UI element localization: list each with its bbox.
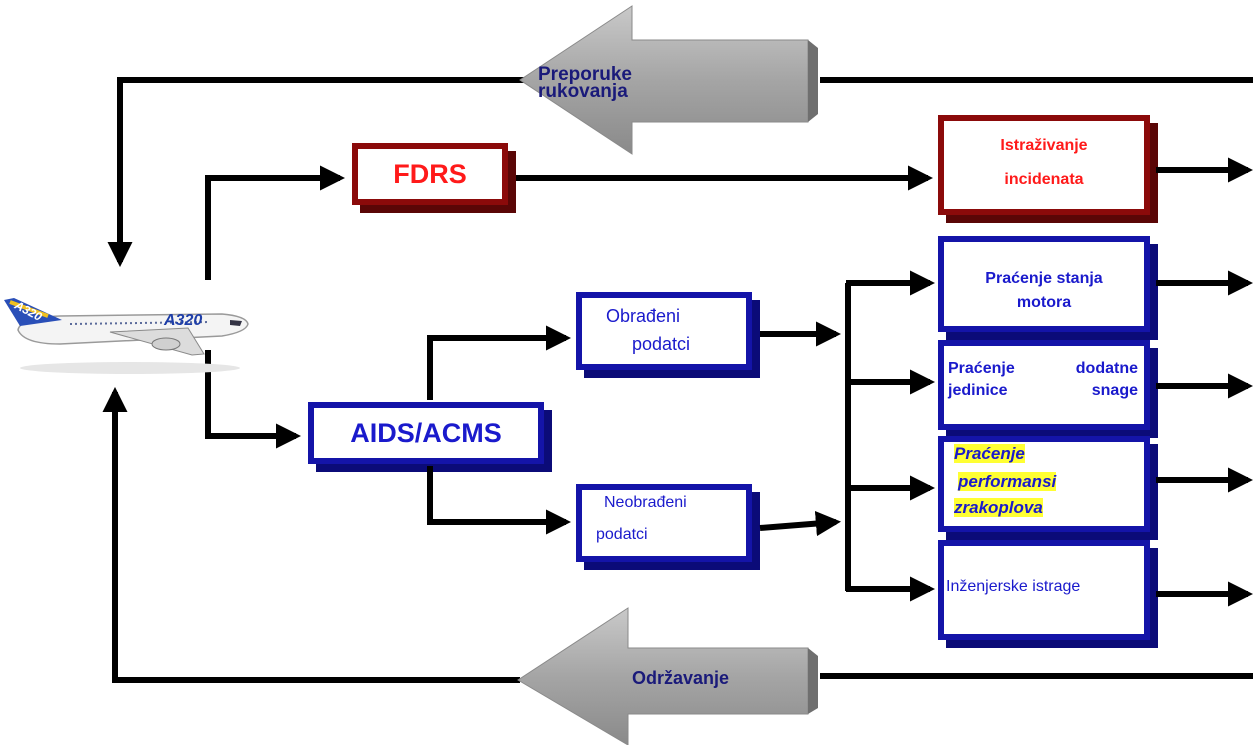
bottom-feedback-arrow bbox=[517, 607, 818, 745]
engine-line1: Praćenje stanja bbox=[985, 270, 1103, 287]
top-feedback-line1: Preporuke bbox=[538, 64, 632, 85]
aids-acms-label: AIDS/ACMS bbox=[350, 417, 502, 448]
apu-line1: Praćenje dodatne bbox=[948, 360, 1138, 377]
aircraft-body-text: A320 bbox=[164, 312, 203, 329]
fdrs-label: FDRS bbox=[393, 158, 467, 189]
performance-line1-text: Praćenje bbox=[954, 444, 1025, 463]
raw-to-bus-connector bbox=[759, 511, 842, 537]
raw-line2: podatci bbox=[596, 526, 648, 543]
bottom-feedback-label: Održavanje bbox=[632, 668, 730, 688]
processed-line1: Obrađeni bbox=[606, 306, 681, 326]
aircraft-tail-text: A320 bbox=[12, 298, 45, 324]
top-feedback-arrow bbox=[519, 5, 818, 155]
raw-line1: Neobrađeni bbox=[604, 494, 687, 511]
incident-line2: incidenata bbox=[1004, 171, 1084, 188]
apu-monitoring-box: Praćenje dodatne jedinice snage bbox=[938, 340, 1158, 438]
plane-to-aids-connector bbox=[205, 350, 302, 449]
performance-monitoring-box: Praćenje performansi zrakoplova bbox=[938, 436, 1158, 540]
engineering-investigations-box: Inženjerske istrage bbox=[938, 540, 1158, 648]
processed-line2: podatci bbox=[632, 334, 691, 354]
airplane-icon bbox=[4, 298, 249, 374]
performance-line2-text: performansi bbox=[958, 472, 1057, 491]
performance-line3-text: zrakoplova bbox=[954, 498, 1043, 517]
apu-line2: jedinice snage bbox=[948, 382, 1138, 399]
raw-data-box: Neobrađeni podatci bbox=[576, 484, 760, 570]
fdrs-box: FDRS bbox=[352, 143, 516, 213]
processed-data-box: Obrađeni podatci bbox=[576, 292, 760, 378]
aids-acms-box: AIDS/ACMS bbox=[308, 402, 552, 472]
performance-line2: performansi bbox=[958, 472, 1057, 492]
plane-to-fdrs-connector bbox=[205, 165, 346, 280]
incident-investigation-box: Istraživanje incidenata bbox=[938, 115, 1158, 223]
aids-to-raw-connector bbox=[427, 466, 572, 535]
top-feedback-line bbox=[107, 77, 1253, 268]
engine-monitoring-box: Praćenje stanja motora bbox=[938, 236, 1158, 340]
engineering-label: Inženjerske istrage bbox=[946, 578, 1081, 595]
aircraft-illustration: A320 A320 bbox=[4, 290, 254, 370]
incident-line1: Istraživanje bbox=[1000, 137, 1088, 154]
performance-line3: zrakoplova bbox=[954, 498, 1043, 518]
top-feedback-line2: rukovanja bbox=[538, 81, 628, 102]
bottom-feedback-line bbox=[102, 386, 1253, 683]
aids-to-processed-connector bbox=[427, 325, 572, 400]
performance-line1: Praćenje bbox=[954, 444, 1025, 464]
top-feedback-label: Preporuke rukovanja bbox=[538, 64, 632, 102]
engine-line2: motora bbox=[1016, 294, 1072, 311]
